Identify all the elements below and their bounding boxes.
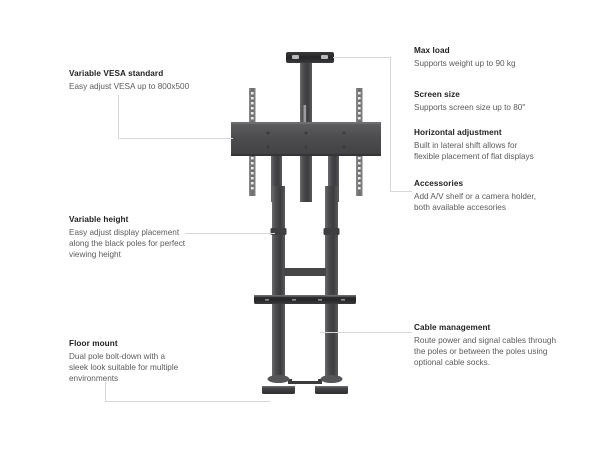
callout-title: Floor mount [69, 339, 118, 348]
callout-line: Easy adjust display placement [69, 228, 180, 237]
leader-variable-vesa-vertical [118, 95, 119, 138]
callout-horizontal-adjustment: Horizontal adjustment Built in lateral s… [414, 127, 534, 162]
callout-line: Built in lateral shift allows for [414, 141, 518, 150]
callout-title: Variable VESA standard [69, 69, 164, 78]
display-column-right [328, 156, 339, 202]
callout-title: Screen size [414, 90, 460, 99]
shelf-bracket [254, 295, 356, 304]
horizontal-mount-plate [231, 122, 381, 156]
telescoping-pole-left [270, 186, 287, 376]
callout-line: the poles or between the poles using [414, 347, 548, 357]
callout-line: Supports screen size up to 80" [414, 103, 526, 112]
callout-variable-vesa-standard: Variable VESA standard Easy adjust VESA … [69, 68, 189, 92]
pole-crossbar [284, 268, 326, 276]
floor-base-left [262, 375, 295, 394]
callout-title: Cable management [414, 323, 491, 332]
callout-max-load: Max load Supports weight up to 90 kg [414, 45, 516, 69]
callout-line: optional cable socks. [414, 358, 491, 368]
callout-line: Supports weight up to 90 kg [414, 59, 516, 68]
leader-right-spine-top [333, 57, 390, 58]
callout-title: Accessories [414, 179, 464, 188]
callout-line: Dual pole bolt-down with a [69, 352, 166, 361]
top-cap-bar [286, 52, 334, 63]
telescoping-pole-right [323, 186, 340, 376]
leader-right-spine [390, 57, 391, 192]
callout-cable-management: Cable management Route power and signal … [414, 322, 556, 369]
callout-line: sleek look suitable for multiple [69, 363, 179, 373]
callout-title: Max load [414, 46, 450, 55]
leader-variable-height [185, 233, 275, 234]
display-column-left [271, 156, 282, 202]
callout-line: Easy adjust VESA up to 800x500 [69, 82, 190, 91]
callout-line: environments [69, 374, 119, 384]
leader-accessories-branch [390, 191, 412, 192]
callout-line: Route power and signal cables through [414, 336, 557, 345]
floor-base-right [315, 375, 348, 394]
center-post [300, 63, 312, 127]
callout-line: both available accesories [414, 203, 506, 213]
callout-line: viewing height [69, 250, 121, 260]
callout-variable-height: Variable height Easy adjust display plac… [69, 214, 185, 261]
callout-accessories: Accessories Add A/V shelf or a camera ho… [414, 178, 536, 213]
leader-floor-mount-horizontal [105, 401, 270, 402]
leader-variable-vesa-horizontal [118, 138, 233, 139]
callout-line: along the black poles for perfect [69, 239, 186, 249]
callout-line: flexible placement of flat displays [414, 152, 534, 162]
callout-title: Horizontal adjustment [414, 128, 502, 137]
callout-title: Variable height [69, 215, 129, 224]
callout-line: Add A/V shelf or a camera holder, [414, 192, 536, 201]
leader-cable-management [320, 332, 412, 333]
base-connector [288, 379, 322, 384]
callout-screen-size: Screen size Supports screen size up to 8… [414, 89, 525, 113]
callout-floor-mount: Floor mount Dual pole bolt-down with a s… [69, 338, 178, 385]
center-post-lower [300, 156, 312, 202]
leader-floor-mount-vertical [105, 382, 106, 402]
